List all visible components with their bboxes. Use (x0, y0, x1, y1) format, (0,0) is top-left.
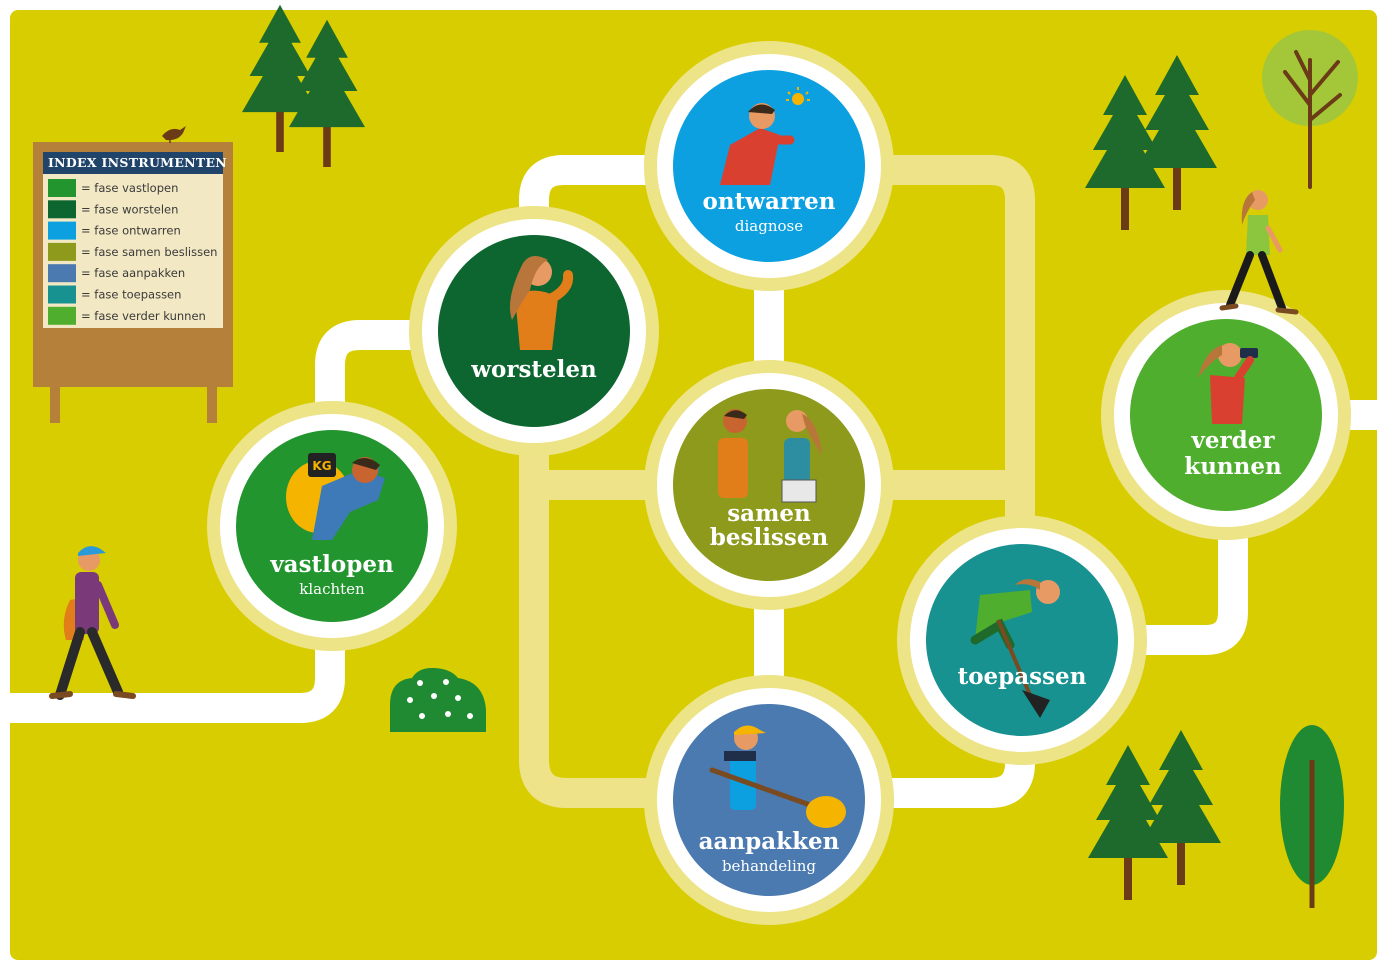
legend-item: = fase samen beslissen (48, 242, 217, 261)
backpack-kg-person-icon: KG (286, 453, 385, 540)
woman-binoculars-icon (1198, 343, 1258, 424)
phase-subtitle-vastlopen: klachten (299, 580, 365, 598)
phase-title-toepassen: toepassen (958, 663, 1087, 690)
phase-title-beslissen: beslissen (710, 524, 829, 551)
two-people-talking-icon (718, 409, 822, 503)
phase-title-ontwarren: ontwarren (703, 188, 836, 215)
phase-subtitle-ontwarren: diagnose (735, 217, 803, 235)
phase-title-worstelen: worstelen (470, 356, 597, 383)
kg-badge: KG (312, 459, 331, 473)
legend-swatch (48, 242, 76, 261)
phase-subtitle-aanpakken: behandeling (722, 857, 816, 875)
legend-label: = fase samen beslissen (81, 245, 217, 259)
phase-worstelen[interactable]: worstelen (438, 235, 630, 427)
phase-title-samen: samen (727, 500, 811, 527)
legend-item: = fase vastlopen (48, 179, 178, 197)
legend-item: = fase verder kunnen (48, 306, 206, 325)
phase-title-kunnen: kunnen (1184, 453, 1282, 480)
legend-label: = fase ontwarren (81, 224, 181, 238)
legend-swatch (48, 285, 76, 304)
legend-item: = fase ontwarren (48, 221, 181, 240)
phase-vastlopen[interactable]: KG vastlopen klachten (236, 430, 428, 622)
legend-swatch (48, 221, 76, 240)
legend-swatch (48, 200, 76, 219)
bird-icon (162, 126, 186, 143)
phase-toepassen[interactable]: toepassen (926, 544, 1118, 736)
idea-lightbulb-person-icon (720, 87, 810, 185)
thinking-woman-icon (509, 256, 574, 350)
legend-swatch (48, 306, 76, 325)
legend-items: = fase vastlopen = fase worstelen = fase o… (48, 179, 217, 325)
phase-aanpakken[interactable]: aanpakken behandeling (673, 704, 865, 896)
flower-bush-icon (390, 668, 486, 732)
legend-item: = fase worstelen (48, 200, 178, 219)
woman-digging-icon (970, 579, 1060, 718)
poplar-tree-icon (1280, 725, 1344, 908)
legend-label: = fase toepassen (81, 288, 181, 302)
phase-ontwarren[interactable]: ontwarren diagnose (673, 70, 865, 262)
bare-tree-icon (1262, 30, 1358, 189)
phase-samen-beslissen[interactable]: samen beslissen (673, 389, 865, 581)
phase-title-vastlopen: vastlopen (269, 551, 394, 578)
phase-title-aanpakken: aanpakken (699, 828, 840, 855)
legend-item: = fase toepassen (48, 285, 181, 304)
person-shovel-icon (709, 725, 846, 828)
legend-swatch (48, 264, 76, 283)
phase-title-verder: verder (1191, 427, 1276, 454)
legend-label: = fase vastlopen (81, 181, 178, 195)
legend-title: INDEX INSTRUMENTEN (48, 155, 227, 170)
phase-verder-kunnen[interactable]: verder kunnen (1130, 319, 1322, 511)
legend-label: = fase aanpakken (81, 266, 185, 280)
legend-swatch (48, 179, 76, 197)
walking-woman-icon (1219, 190, 1299, 315)
legend-item: = fase aanpakken (48, 264, 185, 283)
legend-label: = fase worstelen (81, 202, 178, 216)
legend-label: = fase verder kunnen (81, 309, 206, 323)
walking-man-icon (49, 546, 136, 700)
legend: INDEX INSTRUMENTEN = fase vastlopen= fas… (48, 155, 227, 325)
